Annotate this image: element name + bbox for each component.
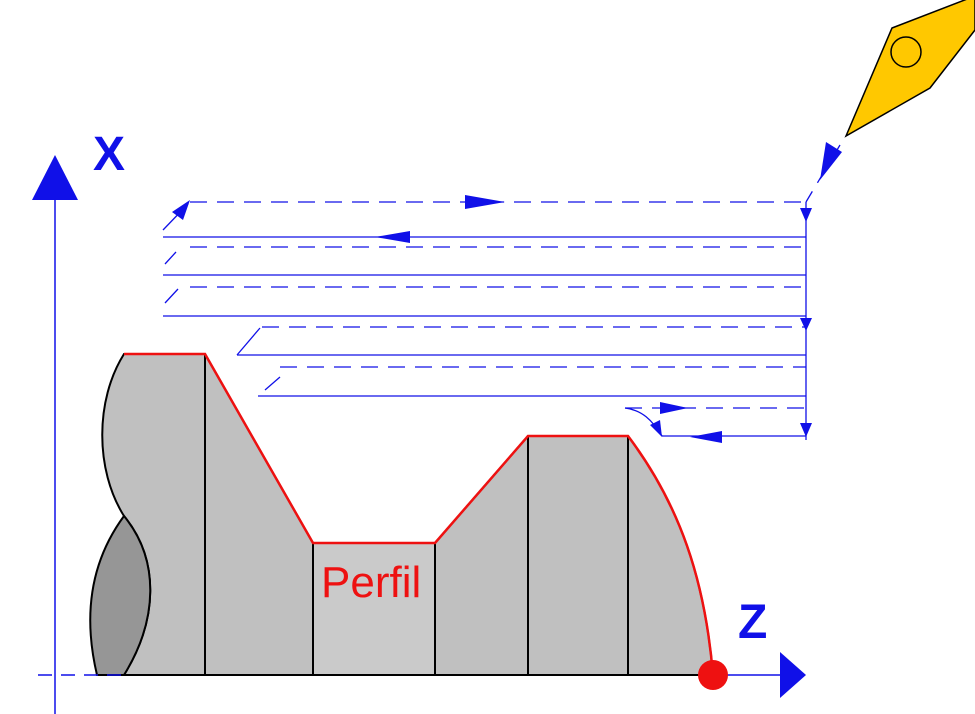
tool-path — [162, 144, 841, 440]
tool-clamp-hole — [890, 36, 922, 68]
retract-line — [164, 251, 177, 265]
tool-insert-body — [844, 0, 975, 138]
direction-arrow-icon — [172, 200, 190, 220]
direction-arrow-icon — [690, 431, 722, 443]
part-groove-section — [312, 542, 436, 676]
direction-arrow-icon — [800, 208, 812, 222]
direction-arrow-icon — [375, 231, 410, 243]
turning-insert-icon — [844, 0, 975, 138]
retract-line — [236, 327, 261, 356]
profile-outline — [124, 352, 715, 676]
direction-arrow-icon — [650, 420, 662, 437]
retract-line — [264, 376, 281, 391]
z-axis-arrow-icon — [780, 652, 806, 698]
direction-arrow-icon — [820, 142, 842, 180]
z-axis-label: Z — [738, 596, 767, 649]
coordinate-axes — [32, 155, 806, 714]
x-axis-arrow-icon — [32, 155, 78, 200]
direction-arrow-icon — [800, 318, 812, 331]
origin-point — [698, 660, 728, 690]
direction-arrow-icon — [660, 402, 688, 414]
x-axis-label: X — [93, 128, 125, 181]
direction-arrow-icon — [800, 423, 812, 437]
direction-arrow-icon — [465, 195, 505, 209]
path-arrows — [172, 142, 842, 443]
workpiece — [89, 353, 715, 676]
retract-line — [164, 288, 179, 304]
profile-label: Perfil — [321, 558, 421, 607]
